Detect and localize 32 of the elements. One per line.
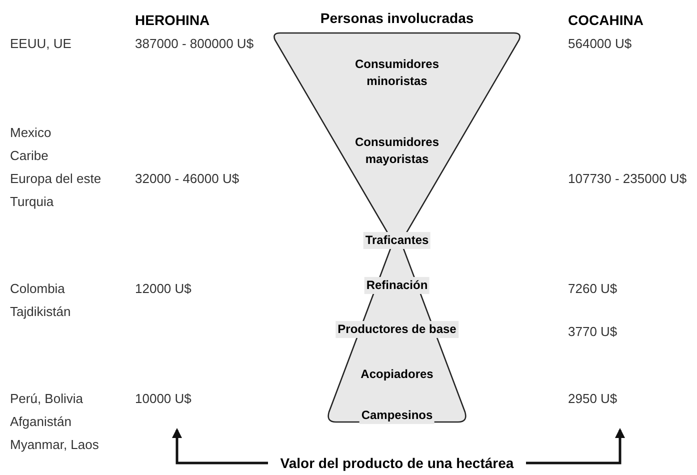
stage-label: Consumidores minoristas	[354, 56, 440, 90]
arrow	[172, 428, 268, 464]
arrow	[526, 428, 625, 464]
table-text: Afganistán	[10, 413, 72, 431]
axis-caption: Valor del producto de una hectárea	[272, 453, 522, 474]
table-text: 2950 U$	[568, 390, 618, 408]
table-text: Mexico	[10, 124, 52, 142]
stage-label: Consumidores mayoristas	[354, 134, 440, 168]
table-text: Tajdikistán	[10, 303, 71, 321]
table-text: 10000 U$	[135, 390, 192, 408]
table-text: Europa del este	[10, 170, 102, 188]
table-text: Colombia	[10, 280, 65, 298]
table-text: EEUU, UE	[10, 35, 72, 53]
table-text: 32000 - 46000 U$	[135, 170, 240, 188]
stage-label: Traficantes	[363, 232, 431, 249]
table-text: Myanmar, Laos	[10, 436, 99, 454]
table-text: 3770 U$	[568, 323, 618, 341]
column-heading: HEROHINA	[135, 11, 210, 30]
column-heading: COCAHINA	[568, 11, 644, 30]
table-text: 12000 U$	[135, 280, 192, 298]
table-text: 107730 - 235000 U$	[568, 170, 687, 188]
stage-label: Refinación	[364, 277, 430, 294]
funnel-heading: Personas involucradas	[320, 10, 474, 27]
table-text: Caribe	[10, 147, 48, 165]
stage-label: Productores de base	[336, 321, 458, 338]
table-text: 387000 - 800000 U$	[135, 35, 254, 53]
stage-label: Acopiadores	[358, 366, 436, 383]
table-text: Turquia	[10, 193, 54, 211]
table-text: 7260 U$	[568, 280, 618, 298]
table-text: 564000 U$	[568, 35, 632, 53]
table-text: Perú, Bolivia	[10, 390, 83, 408]
stage-label: Campesinos	[359, 407, 435, 424]
